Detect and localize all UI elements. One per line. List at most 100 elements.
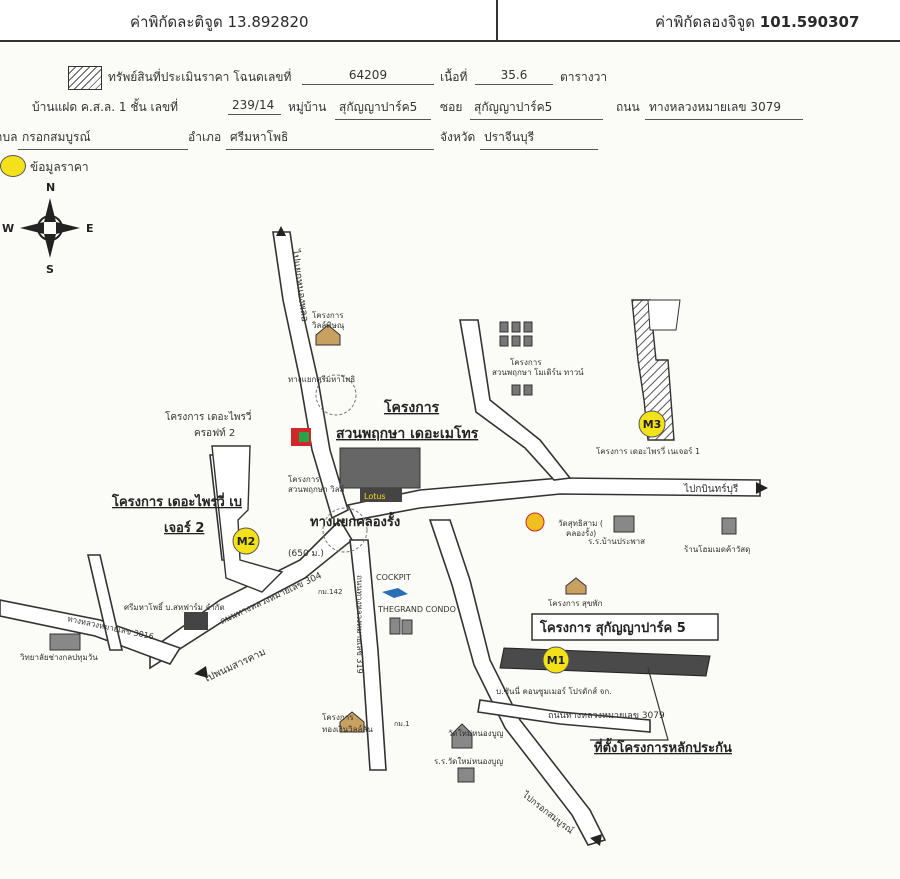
north-arrow-icon: [276, 226, 286, 236]
m2-parcel: [211, 445, 284, 593]
to-kabin-label: ไปกบินทร์บุรี: [683, 483, 739, 495]
factory-icon: [184, 612, 208, 630]
distance-label: (650 ม.): [288, 549, 324, 559]
compass-s: S: [46, 263, 54, 276]
village-label: หมู่บ้าน: [288, 100, 327, 114]
southeast-arrow-icon: [590, 834, 602, 846]
cockpit-icon: [382, 588, 408, 598]
compass-w: W: [2, 222, 14, 235]
area-value: 35.6: [475, 68, 553, 85]
price-legend-icon: [0, 155, 26, 177]
proj-bottom-2: ทองเงินวิลล์ลัน: [322, 724, 373, 734]
temple-icon: [451, 723, 473, 749]
college-label: วิทยาลัยช่างกลปทุมวัน: [19, 653, 98, 662]
sukanya-box: [531, 613, 719, 641]
district-label: อำเภอ: [188, 130, 222, 144]
longitude: ค่าพิกัดลองจิจูด 101.590307: [655, 13, 860, 31]
company-label: บ.ซันนี่ คอนซูมเมอร์ โปรดักส์ จก.: [496, 685, 612, 697]
svg-text:M3: M3: [643, 418, 662, 431]
compass-icon: N S W E: [2, 181, 94, 276]
house-icon-3: [339, 711, 365, 733]
deed-number: 64209: [302, 68, 434, 85]
proj-bottom-1: โครงการ: [322, 712, 354, 722]
province-value: ปราจีนบุรี: [480, 128, 598, 150]
house-label: บ้านแฝด ค.ส.ล. 1 ชั้น เลขที่: [32, 100, 179, 114]
school-bottom-icon: [457, 767, 475, 783]
latitude: ค่าพิกัดละติจูด 13.892820: [130, 13, 309, 31]
collateral-pointer: [590, 667, 669, 741]
road-value: ทางหลวงหมายเลข 3079: [645, 98, 803, 120]
road-3079-label: ถนนทางหลวงหมายเลข 3079: [548, 711, 665, 721]
shell-icon: [525, 512, 545, 532]
subdistrict-label: ตำบล: [0, 130, 18, 144]
header-divider: [496, 0, 498, 40]
marker-m2[interactable]: M2: [232, 527, 260, 555]
college-icon: [49, 633, 81, 651]
marker-m1[interactable]: M1: [542, 646, 570, 674]
marker-m3[interactable]: M3: [638, 410, 666, 438]
factory-label: ศรีมหาโพธิ์ บ.สหฟาร์ม จำกัด: [124, 601, 225, 612]
west-arrow-icon: [194, 666, 208, 678]
soi-label: ซอย: [440, 100, 463, 114]
road-label: ถนน: [616, 100, 640, 114]
proj-top-small-1: โครงการ: [312, 310, 344, 320]
km-label-2: กม.142: [318, 588, 342, 596]
wat-bottom-label: วัดใหม่หนองบูญ: [448, 729, 504, 739]
junction-main-label: ทางแยกคลองรั้ง: [310, 511, 400, 530]
svg-text:Lotus: Lotus: [364, 492, 386, 501]
village-value: สุกัญญาปาร์ค5: [335, 98, 431, 120]
house-number: 239/14: [228, 98, 281, 115]
district-value: ศรีมหาโพธิ: [226, 128, 434, 150]
house-icon: [315, 324, 341, 346]
ville-proj-1: โครงการ: [510, 357, 542, 367]
junction-top-icon: [315, 374, 357, 416]
pruksa-small-1: โครงการ: [288, 474, 320, 484]
school-bottom-label: ร.ร.วัดใหม่หนองบูญ: [434, 757, 503, 767]
house-icon-2: [565, 577, 587, 595]
proj-m3-label: โครงการ เดอะไพรวี่ เนเจอร์ 1: [596, 445, 700, 456]
ville-proj-2: สวนพฤกษา โมเดิร์น ทาวน์: [492, 367, 584, 377]
building-blocks-icon: [499, 321, 533, 396]
area-unit: ตารางวา: [560, 70, 608, 84]
school-label: ร.ร.บ้านประพาส: [588, 537, 645, 546]
condo-icon: [389, 617, 401, 635]
svg-text:M1: M1: [547, 654, 566, 667]
km-label: กม.1: [394, 720, 410, 728]
pruksa-small-2: สวนพฤกษา วิลล์: [288, 484, 345, 494]
soi-value: สุกัญญาปาร์ค5: [470, 98, 603, 120]
wat-label-1: วัดสุทธิสาม (: [558, 519, 603, 528]
metro-block-icon: Lotus: [339, 447, 421, 502]
proj-bold-1: โครงการ: [383, 398, 440, 416]
price-legend-label: ข้อมูลราคา: [30, 160, 89, 174]
svg-text:M2: M2: [237, 535, 256, 548]
asset-label: ทรัพย์สินที่ประเมินราคา โฉนดเลขที่: [108, 70, 292, 84]
junction-main-icon: [322, 507, 368, 553]
subdistrict-value: กรอกสมบูรณ์: [18, 128, 188, 150]
proj-m2-1: โครงการ เดอะไพรวี่ เบ: [111, 492, 242, 510]
shop-label: ร้านโฮมเมดค้าวัสดุ: [684, 544, 750, 554]
compass-n: N: [46, 181, 55, 194]
sukanya-label: โครงการ สุกัญญาปาร์ค 5: [539, 619, 686, 636]
to-bangkok-label: ไปพนมสารคาม: [201, 646, 268, 686]
collateral-label: ที่ตั้งโครงการหลักประกัน: [594, 737, 732, 756]
villa2-label-1: โครงการ เดอะไพรวี่: [165, 409, 251, 423]
junction-top-label: ทางแยกศรีมหาโพธิ: [288, 374, 355, 384]
subject-block: [499, 647, 711, 677]
school-icon: [613, 515, 635, 533]
hatch-legend-icon: [68, 66, 102, 90]
east-arrow-icon: [756, 482, 768, 494]
wat-label-2: คลองรั้ง): [566, 527, 596, 538]
area-label: เนื้อที่: [440, 70, 468, 84]
road-vert-label: ถนนทางหลวงหมายเลข 319: [355, 575, 364, 674]
road-network: [0, 231, 761, 846]
shop-icon: [721, 517, 737, 535]
coordinates-header: ค่าพิกัดละติจูด 13.892820 ค่าพิกัดลองจิจ…: [0, 0, 900, 42]
province-label: จังหวัด: [440, 130, 476, 144]
proj-top-small-2: วิลล์พิษณุ: [311, 320, 344, 330]
grand-condo-label: THEGRAND CONDO: [377, 605, 456, 614]
compass-e: E: [86, 222, 94, 235]
villa2-label-2: ครอฟท์ 2: [194, 427, 235, 439]
proj-m2-2: เจอร์ 2: [164, 520, 204, 536]
proj-bold-2: สวนพฤกษา เดอะเมโทร: [336, 424, 479, 442]
